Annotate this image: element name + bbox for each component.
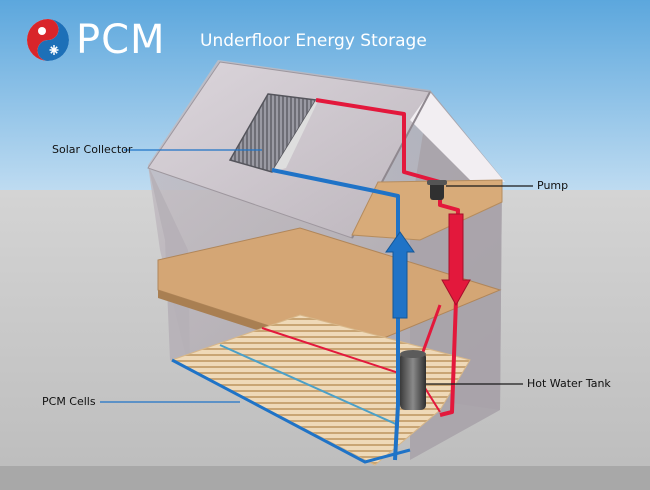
brand: PCM [26, 18, 166, 62]
sun-snowflake-icon [27, 19, 69, 61]
label-pcm-cells: PCM Cells [42, 395, 96, 408]
brand-name: PCM [76, 17, 166, 63]
roof-gable [410, 92, 505, 182]
hot-pipe [315, 98, 460, 417]
cold-pipe [271, 168, 400, 461]
arrow-up-icon [385, 231, 415, 319]
solar-glass [272, 100, 318, 172]
pump [430, 182, 444, 200]
label-pump: Pump [537, 179, 569, 192]
middle-floor [157, 227, 502, 353]
page-subtitle: Underfloor Energy Storage [200, 31, 427, 51]
tank-top [400, 350, 426, 358]
pump-top [427, 180, 447, 185]
arrow-down-icon [441, 213, 471, 307]
ground-strip [0, 466, 650, 490]
hot-water-tank [400, 352, 426, 410]
label-solar-collector: Solar Collector [52, 143, 133, 156]
label-hot-water-tank: Hot Water Tank [527, 377, 611, 390]
